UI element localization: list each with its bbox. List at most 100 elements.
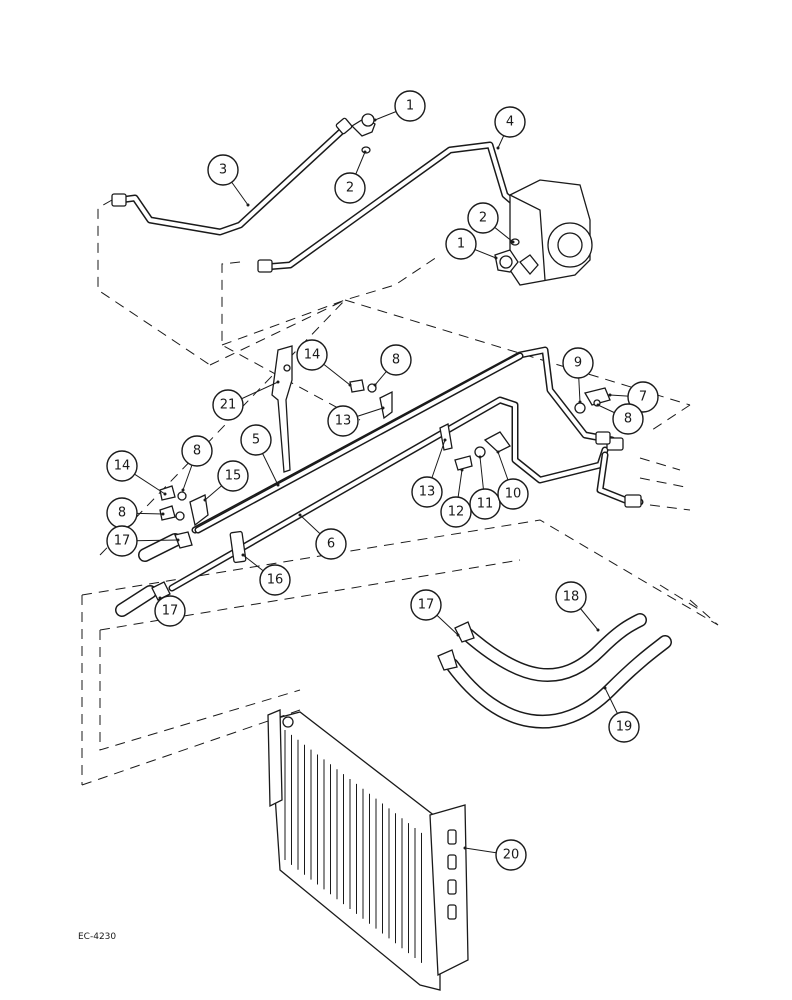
bolt-12 [454,431,511,471]
callout-21: 21 [212,380,280,421]
callout-circle [608,711,640,743]
pipe-3 [111,117,353,236]
callout-number: 8 [118,506,126,521]
callout-number: 8 [624,412,632,427]
callout-arrow-tip [241,553,245,557]
bracket-21 [271,345,293,473]
callout-number: 21 [220,398,237,413]
hose-19 [437,635,672,729]
callout-circle [495,839,527,871]
callout-circle [217,460,249,492]
callout-13: 13 [327,405,385,437]
callout-3: 3 [207,154,250,207]
callout-arrow-tip [596,403,600,407]
callout-arrow-tip [373,383,377,387]
bolt-14-upper [349,379,377,393]
callout-circle [106,450,138,482]
callout-13: 13 [411,438,447,508]
pipe-5 [194,352,524,534]
callout-arrow-tip [246,203,250,207]
callout-17: 17 [106,525,180,557]
callout-arrow-tip [348,383,352,387]
bolt-14-lower [159,485,209,527]
callout-number: 14 [304,348,321,363]
callout-number: 6 [327,537,335,552]
callout-number: 18 [563,590,580,605]
callout-circle [612,403,644,435]
bracket-16 [229,530,247,564]
elbow-fitting-lower [494,238,539,275]
callout-number: 2 [479,211,487,226]
callout-circle [497,478,529,510]
clamp-13-upper [379,390,393,420]
callout-17: 17 [410,589,460,637]
callout-9: 9 [562,347,594,404]
callout-2: 2 [334,150,367,204]
callout-arrow-tip [443,438,447,442]
callout-7: 7 [608,381,659,413]
callout-arrow-tip [181,488,185,492]
callout-5: 5 [240,424,280,487]
pipe-6 [168,396,644,592]
callout-circle [207,154,239,186]
callout-14: 14 [106,450,167,496]
callout-8: 8 [596,403,644,435]
callout-18: 18 [555,581,600,632]
callout-number: 20 [503,848,520,863]
callout-10: 10 [496,450,529,510]
elbow-fitting-top [350,113,376,154]
callout-circle [240,424,272,456]
callout-arrow-tip [276,483,280,487]
callout-number: 12 [448,505,465,520]
callout-arrow-tip [161,512,165,516]
callout-circle [296,339,328,371]
callout-16: 16 [241,553,291,596]
callout-arrow-tip [460,468,464,472]
callout-arrow-tip [596,628,600,632]
callout-11: 11 [469,455,501,520]
callout-12: 12 [440,468,472,528]
callout-8: 8 [181,435,213,492]
callout-circle [212,389,244,421]
callout-6: 6 [298,513,347,560]
callout-circle [259,564,291,596]
callout-arrow-tip [603,686,607,690]
callout-1: 1 [373,90,426,122]
callout-circle [469,488,501,520]
callout-number: 17 [162,604,179,619]
callout-arrow-tip [298,513,302,517]
callout-20: 20 [463,839,527,871]
callout-circle [440,496,472,528]
callout-circle [154,595,186,627]
callout-arrow-tip [373,118,377,122]
callout-number: 19 [616,720,633,735]
callout-4: 4 [494,106,526,150]
callout-1: 1 [445,228,498,260]
callout-arrow-tip [578,400,582,404]
callout-number: 10 [505,487,522,502]
callout-arrow-tip [276,380,280,384]
callout-arrow-tip [176,538,180,542]
callout-number: 16 [267,573,284,588]
callout-2: 2 [467,202,515,244]
assembly-guide-lines [81,199,719,786]
callout-8: 8 [373,344,412,387]
callout-circle [445,228,477,260]
callout-circle [334,172,366,204]
callout-number: 2 [346,181,354,196]
callout-circle [181,435,213,467]
hose-18 [454,613,647,682]
callout-19: 19 [603,686,640,743]
callout-circle [410,589,442,621]
callout-number: 1 [406,99,414,114]
callout-arrow-tip [463,846,467,850]
callout-17: 17 [154,595,186,627]
callout-number: 4 [506,115,514,130]
callout-arrow-tip [381,406,385,410]
callout-arrow-tip [496,146,500,150]
callout-arrow-tip [456,633,460,637]
callout-number: 13 [419,485,436,500]
callout-number: 11 [477,497,494,512]
